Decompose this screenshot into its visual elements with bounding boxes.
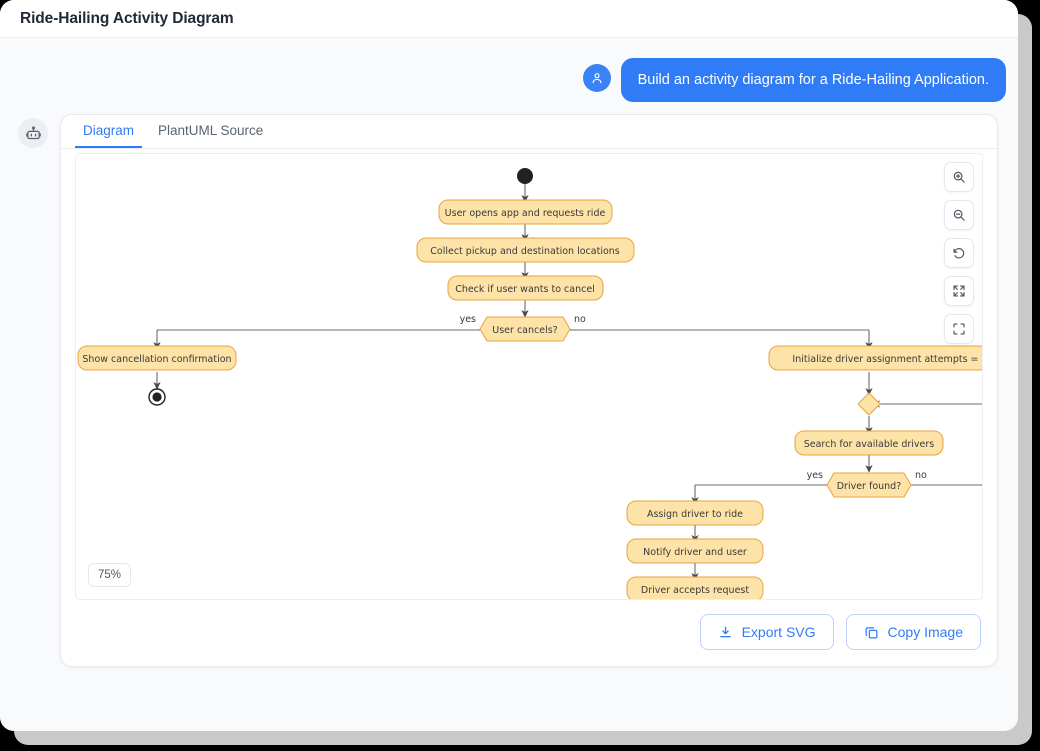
user-message-row: Build an activity diagram for a Ride-Hai…: [0, 38, 1018, 103]
action-label: Collect pickup and destination locations: [430, 246, 620, 257]
copy-icon: [865, 626, 877, 639]
guard-label-yes: yes: [807, 470, 823, 481]
download-icon: [719, 626, 731, 637]
user-icon: [592, 73, 601, 84]
zoom-in-button[interactable]: [944, 162, 974, 193]
decision-node-user-cancels: User cancels?: [479, 316, 571, 342]
action-label: Initialize driver assignment attempts = …: [792, 354, 982, 365]
app-window: Ride-Hailing Activity Diagram Build an a…: [0, 0, 1018, 731]
end-node: [148, 388, 166, 406]
guard-label-no: no: [915, 470, 927, 481]
card-tabs: Diagram PlantUML Source: [61, 115, 997, 150]
fullscreen-icon: [953, 323, 965, 335]
action-node-a4: Show cancellation confirmation: [77, 345, 237, 371]
zoom-level-badge: 75%: [88, 563, 132, 588]
decision-label: Driver found?: [837, 481, 902, 492]
user-message-bubble: Build an activity diagram for a Ride-Hai…: [620, 58, 1006, 103]
diagram-card: Diagram PlantUML Source: [60, 114, 998, 668]
action-label: Notify driver and user: [643, 547, 747, 558]
action-label: User opens app and requests ride: [445, 208, 606, 219]
assistant-avatar: [18, 118, 48, 149]
copy-image-label: Copy Image: [887, 624, 963, 641]
title-bar: Ride-Hailing Activity Diagram: [0, 0, 1018, 38]
tab-plantuml-source[interactable]: PlantUML Source: [158, 123, 264, 139]
decision-node-driver-found: Driver found?: [826, 472, 912, 498]
diagram-viewport[interactable]: User opens app and requests ride Collect…: [76, 154, 982, 600]
diagram-toolbar: [944, 162, 974, 345]
diagram-edges: [153, 184, 873, 581]
card-footer: Export SVG Copy Image: [61, 600, 997, 666]
activity-diagram-svg: User opens app and requests ride Collect…: [77, 168, 982, 600]
decision-label: User cancels?: [492, 325, 557, 336]
action-node-a3: Check if user wants to cancel: [447, 275, 604, 301]
fullscreen-button[interactable]: [944, 314, 974, 345]
action-node-a6: Search for available drivers: [794, 430, 944, 456]
action-node-a9: Driver accepts request: [626, 576, 764, 600]
copy-image-button[interactable]: Copy Image: [845, 614, 981, 651]
export-svg-button[interactable]: Export SVG: [699, 614, 834, 651]
tab-diagram[interactable]: Diagram: [75, 119, 143, 149]
reset-button[interactable]: [944, 238, 974, 269]
action-node-a1: User opens app and requests ride: [438, 199, 613, 225]
chat-body: Build an activity diagram for a Ride-Hai…: [0, 38, 1018, 731]
page-title: Ride-Hailing Activity Diagram: [20, 9, 234, 27]
zoom-out-icon: [953, 209, 965, 221]
merge-node: [857, 392, 881, 416]
reset-icon: [953, 248, 965, 259]
fit-screen-button[interactable]: [944, 276, 974, 307]
zoom-in-icon: [953, 171, 965, 183]
start-node: [517, 168, 533, 185]
action-node-a8: Notify driver and user: [626, 538, 764, 564]
guard-label-no: no: [574, 314, 586, 325]
action-node-a5: Initialize driver assignment attempts = …: [768, 345, 982, 371]
diagram-canvas[interactable]: User opens app and requests ride Collect…: [75, 153, 983, 601]
guard-label-yes: yes: [460, 314, 476, 325]
action-node-a2: Collect pickup and destination locations: [416, 237, 635, 263]
zoom-out-button[interactable]: [944, 200, 974, 231]
robot-icon: [25, 126, 41, 139]
action-label: Check if user wants to cancel: [455, 284, 595, 295]
user-avatar: [582, 64, 611, 92]
action-label: Assign driver to ride: [647, 509, 743, 520]
action-label: Driver accepts request: [641, 585, 749, 596]
assistant-message-row: Diagram PlantUML Source: [0, 102, 1018, 668]
export-svg-label: Export SVG: [741, 624, 816, 641]
action-node-a7: Assign driver to ride: [626, 500, 764, 526]
fit-screen-icon: [953, 285, 965, 297]
action-label: Show cancellation confirmation: [82, 354, 231, 365]
action-label: Search for available drivers: [804, 439, 935, 450]
